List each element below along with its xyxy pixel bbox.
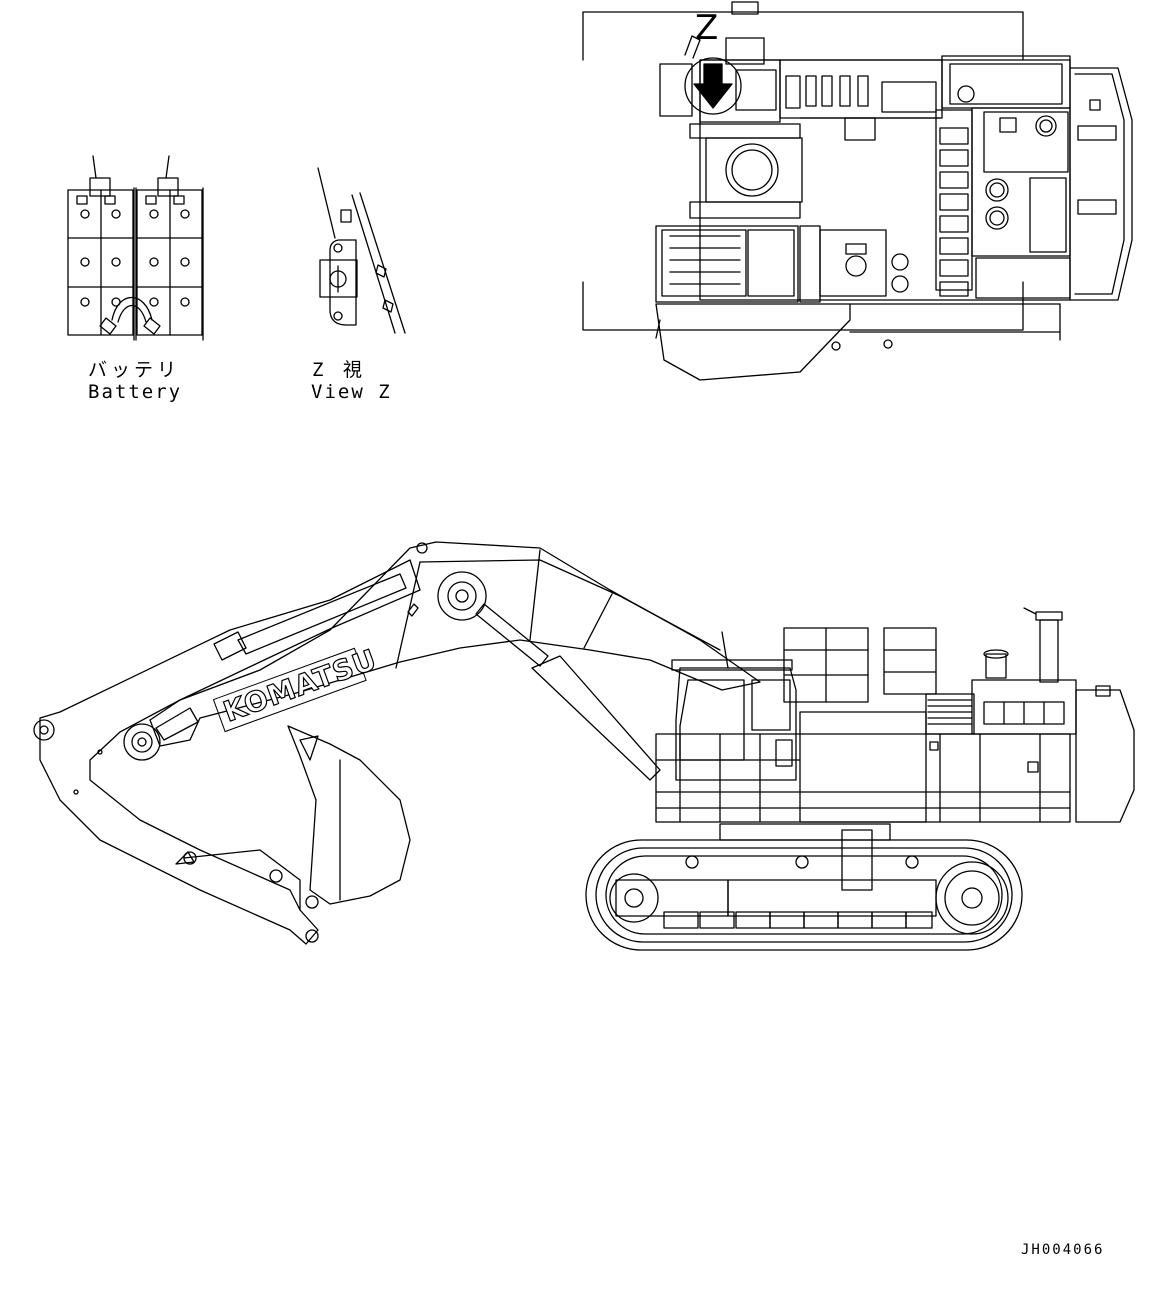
view-z-label-jp: Z 視 xyxy=(312,359,366,381)
view-z-marker: Z xyxy=(695,8,719,48)
battery-label-jp: バッテリ xyxy=(88,359,181,381)
komatsu-logo: KOMATSU xyxy=(212,642,382,733)
view-z-arrow-icon xyxy=(693,63,733,109)
battery-label-en: Battery xyxy=(88,381,183,403)
leader-box-bottom xyxy=(582,281,1024,331)
battery-detail xyxy=(67,155,204,341)
leader-box-top xyxy=(582,11,1024,61)
komatsu-logo-text: KOMATSU xyxy=(219,643,381,729)
disconnect-switch xyxy=(319,259,358,298)
view-z-detail xyxy=(317,167,406,334)
arm xyxy=(39,559,421,945)
document-id: JH004066 xyxy=(1021,1242,1105,1258)
top-view xyxy=(582,1,1133,381)
excavator-side-view xyxy=(33,541,1135,951)
operator-cab xyxy=(675,667,797,781)
bucket xyxy=(287,725,411,905)
cab-roof-grille xyxy=(659,63,693,117)
view-z-label-en: View Z xyxy=(311,381,392,403)
sprocket-wheel-icon xyxy=(935,861,1009,935)
